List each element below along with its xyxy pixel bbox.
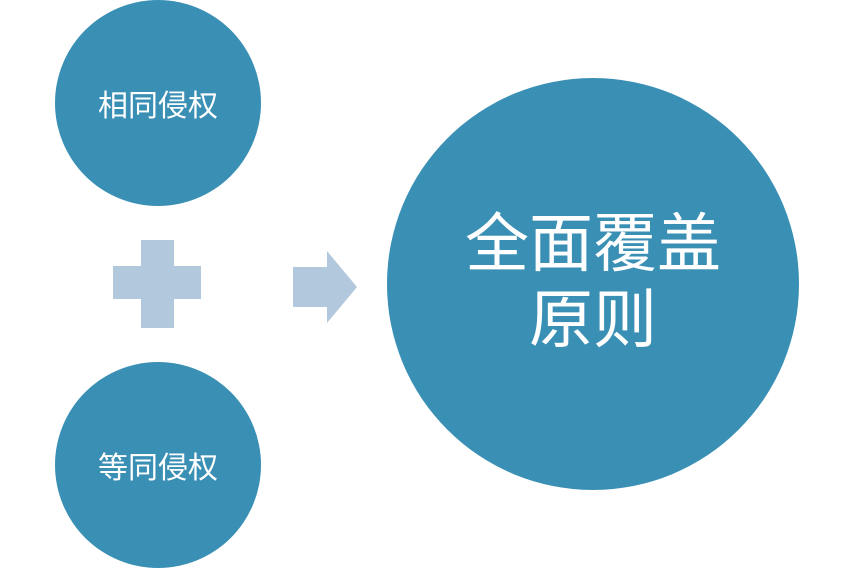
result-label: 全面覆盖 原则 [465,208,721,359]
plus-icon-vertical-bar [141,240,174,328]
top-concept-label: 相同侵权 [98,89,218,124]
result-label-line2: 原则 [529,284,657,358]
top-concept-circle: 相同侵权 [55,0,261,206]
bottom-concept-label: 等同侵权 [98,451,218,486]
result-circle: 全面覆盖 原则 [387,78,799,490]
result-label-line1: 全面覆盖 [465,208,721,283]
right-arrow-icon [293,251,357,323]
bottom-concept-circle: 等同侵权 [55,362,261,568]
